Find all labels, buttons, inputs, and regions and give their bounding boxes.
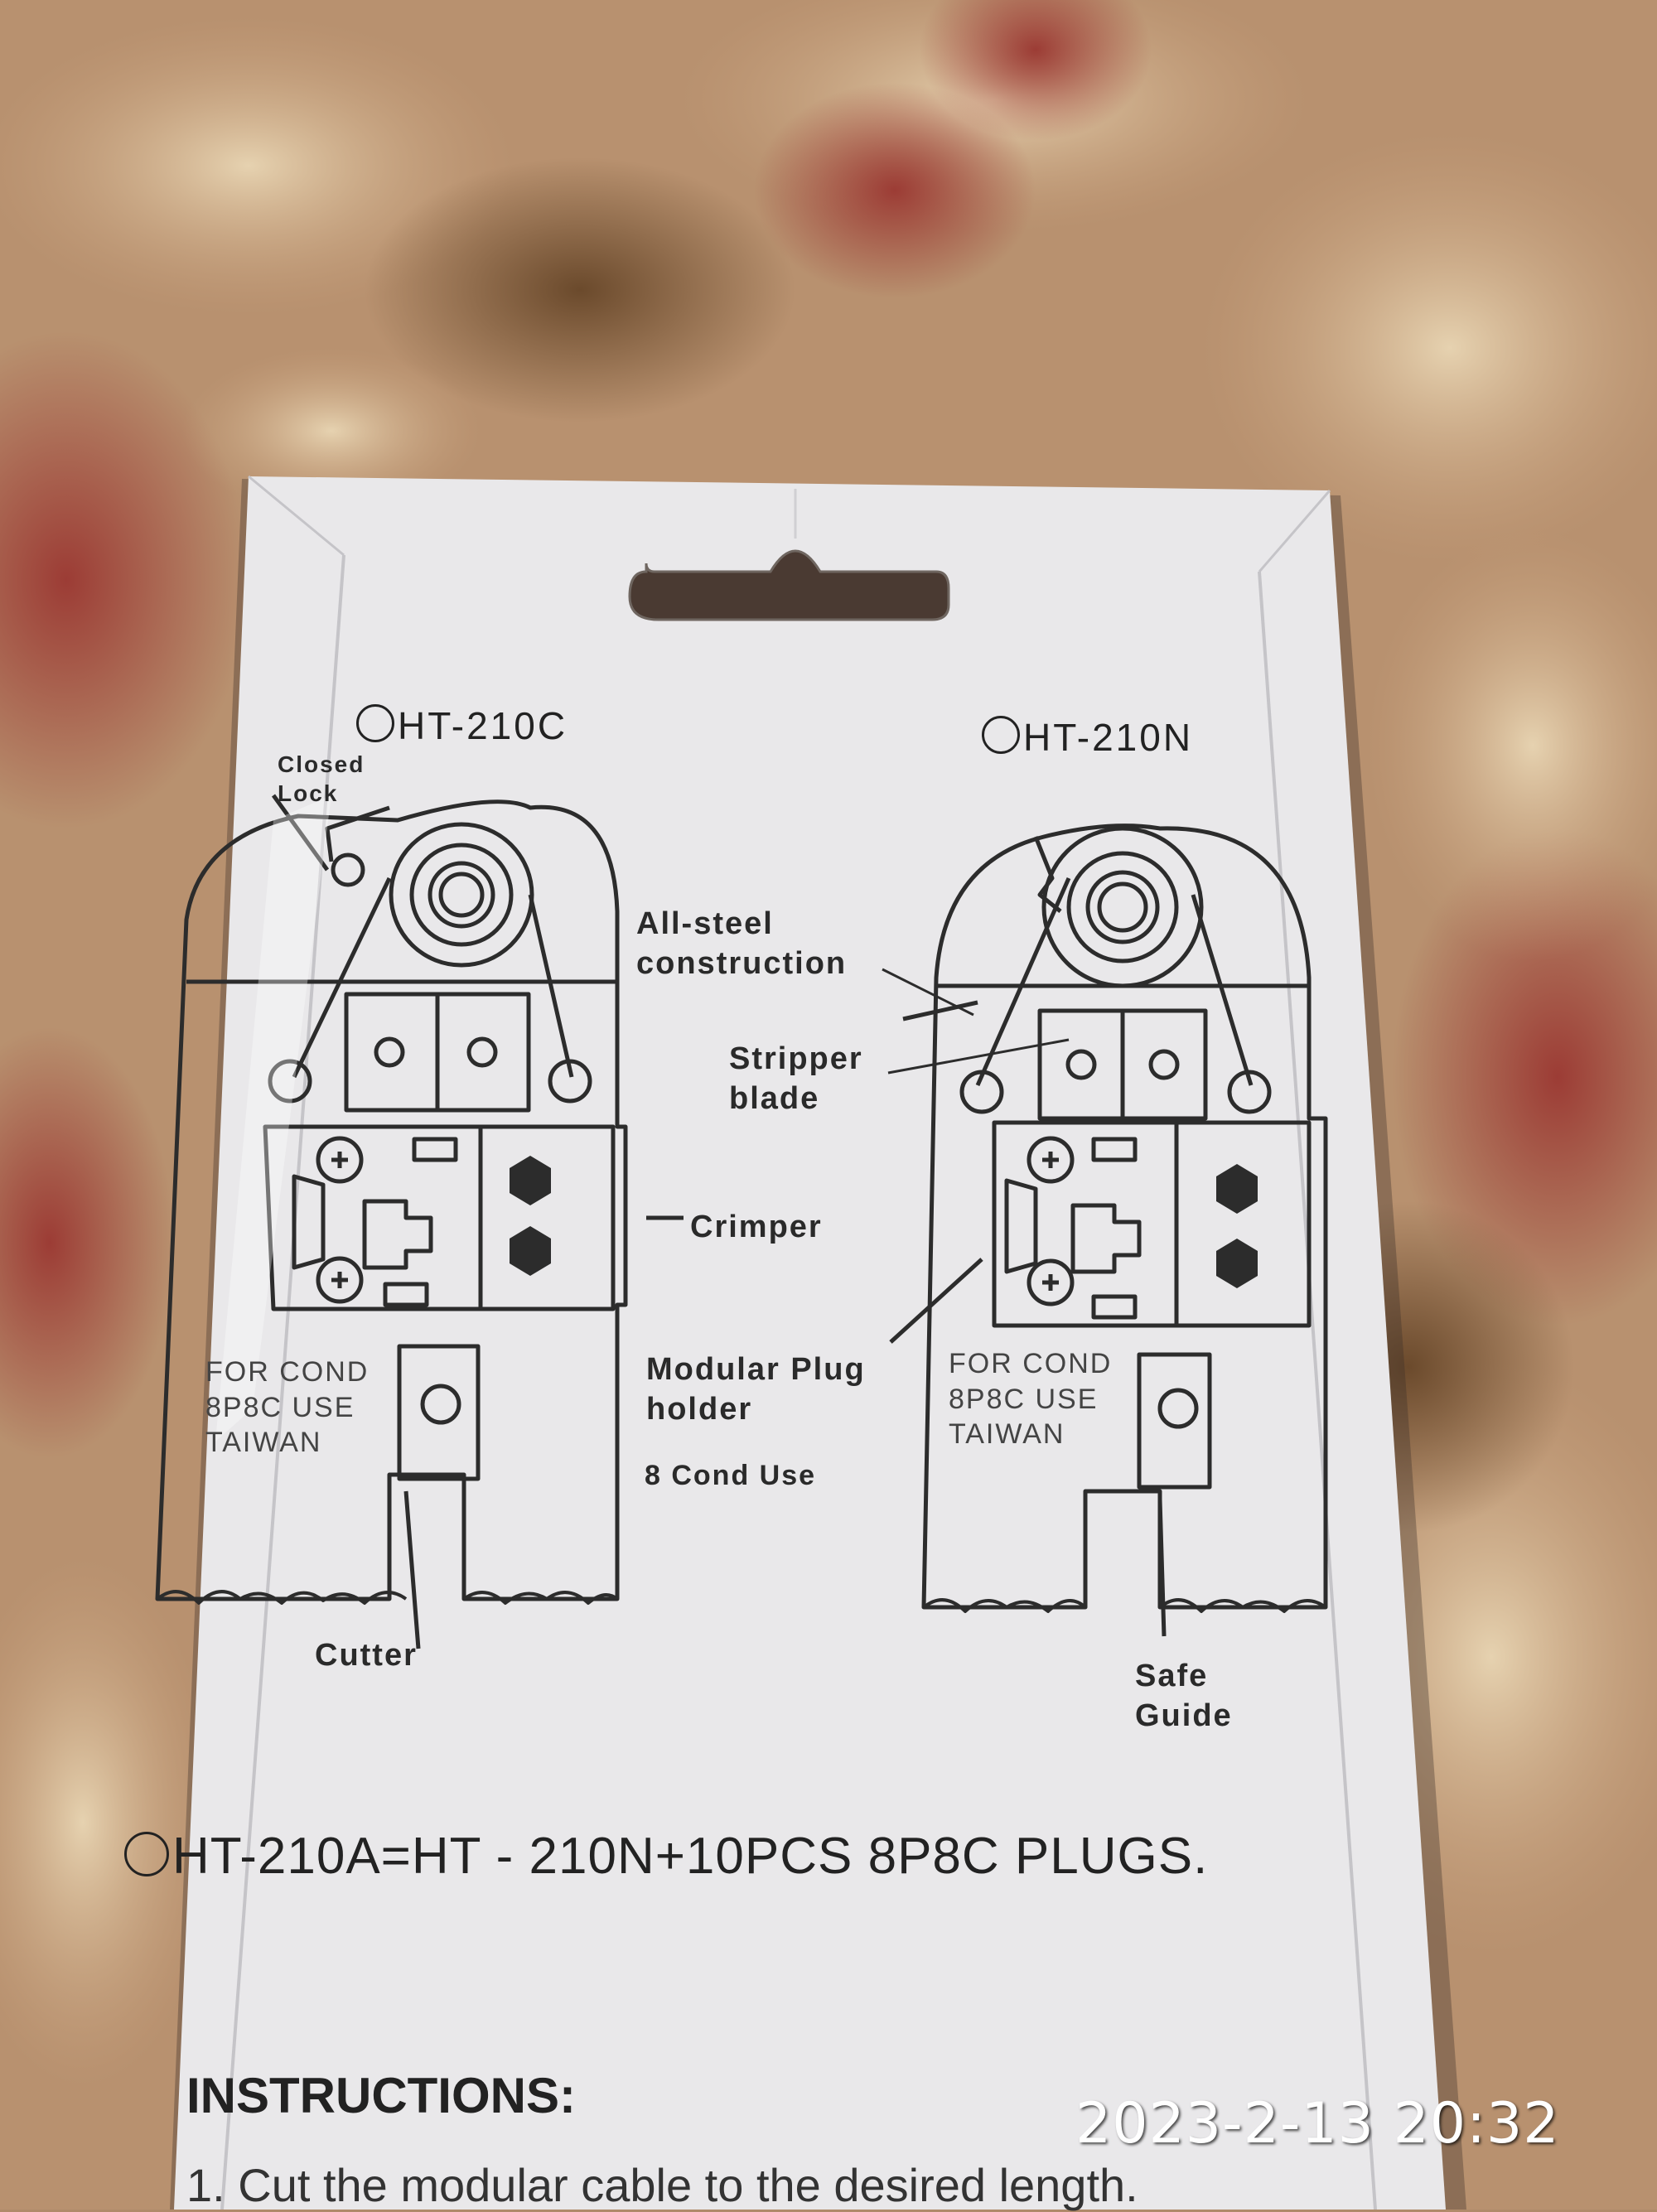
checkbox-circle-icon: [356, 704, 394, 742]
cutter-label: Cutter: [315, 1638, 418, 1673]
photo-timestamp: 2023-2-13 20:32: [1075, 2091, 1560, 2156]
callout-lines: [882, 968, 1070, 1075]
right-tool-hex-bolts: [1216, 1164, 1258, 1288]
safe-guide-label: Safe Guide: [1135, 1659, 1233, 1733]
cond-use-label: 8 Cond Use: [645, 1460, 817, 1491]
left-tool-hex-bolts: [510, 1156, 551, 1276]
stripper-blade-label: Stripper blade: [729, 1041, 863, 1116]
instruction-step-1: 1. Cut the modular cable to the desired …: [186, 2159, 1138, 2211]
crimper-label: Crimper: [690, 1210, 823, 1244]
right-tool-drawing: [889, 823, 1328, 1637]
closed-lock-label: Closed Lock: [278, 751, 365, 806]
left-model-label: HT-210C: [356, 703, 568, 751]
all-steel-label: All-steel construction: [636, 906, 848, 981]
checkbox-circle-icon: [982, 716, 1020, 754]
hanger-hole: [628, 549, 950, 621]
right-tool-stamp: FOR COND 8P8C USE TAIWAN: [949, 1348, 1113, 1450]
left-tool-stamp: FOR COND 8P8C USE TAIWAN: [205, 1356, 370, 1458]
right-model-label: HT-210N: [982, 714, 1193, 762]
plug-holder-label: Modular Plug holder: [646, 1352, 866, 1427]
instructions-title: INSTRUCTIONS:: [186, 2068, 576, 2123]
combo-package-line: HT-210A=HT - 210N+10PCS 8P8C PLUGS.: [124, 1827, 1208, 1886]
checkbox-circle-icon: [124, 1832, 169, 1876]
left-tool-drawing: [155, 794, 684, 1649]
package-card: [174, 476, 1446, 2210]
